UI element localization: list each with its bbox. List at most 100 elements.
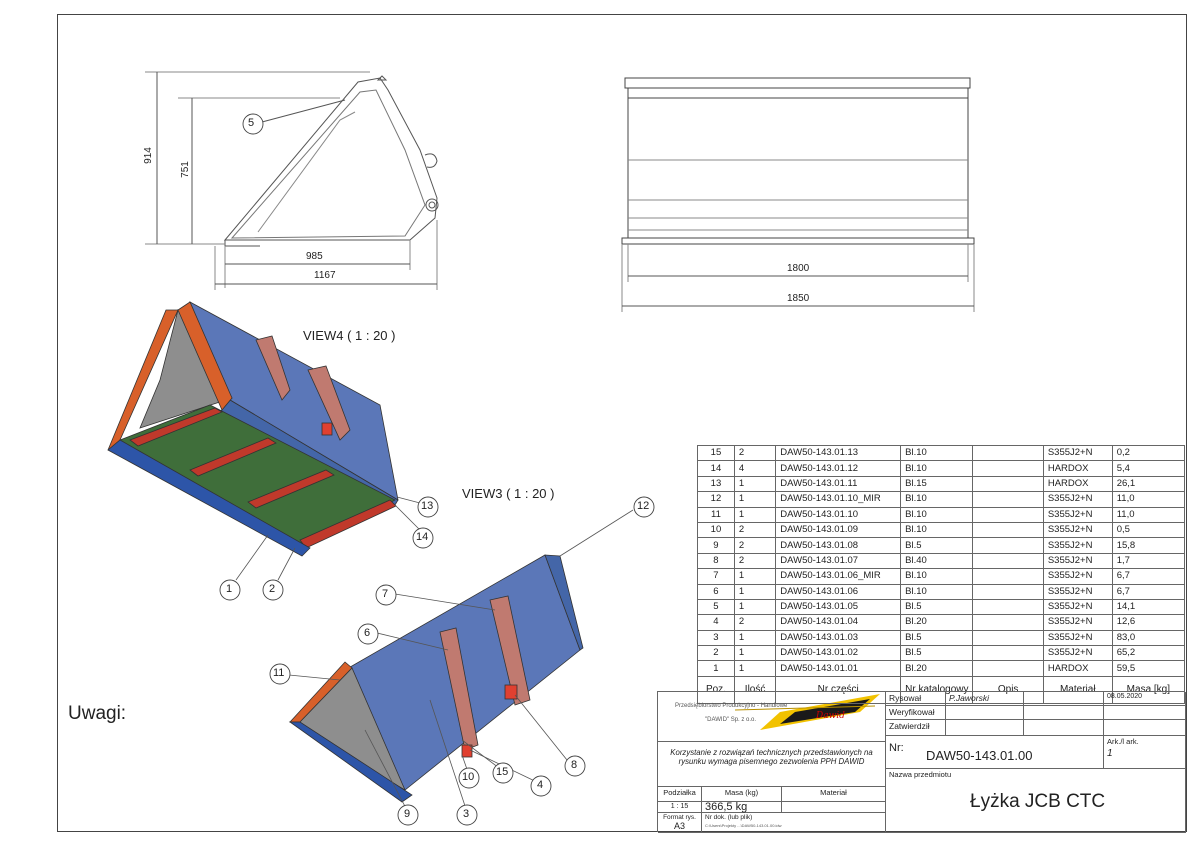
parts-cell: Bl.20 [900, 660, 974, 677]
parts-cell: S355J2+N [1042, 491, 1113, 508]
material-label: Materiał [782, 787, 886, 802]
parts-cell: Bl.10 [900, 506, 974, 523]
balloon-label-3: 3 [463, 808, 470, 820]
parts-cell: HARDOX [1042, 460, 1113, 477]
balloon-label-2: 2 [269, 583, 276, 595]
file-path: C:\Users\Projekty ...\DAW50-143.01.00.id… [705, 823, 782, 828]
parts-cell [972, 598, 1044, 616]
parts-cell [972, 537, 1044, 554]
parts-cell: 1 [733, 491, 777, 508]
view3-bucket [288, 554, 584, 803]
balloon-label-7: 7 [382, 588, 389, 600]
format-value: A3 [673, 821, 685, 831]
parts-cell: S355J2+N [1042, 614, 1113, 631]
weryfikowal-extra [1024, 706, 1104, 720]
parts-cell: DAW50-143.01.04 [775, 614, 902, 631]
balloon-15 [492, 762, 514, 784]
balloon-label-15: 15 [496, 766, 509, 778]
parts-cell: S355J2+N [1042, 537, 1113, 554]
parts-cell [972, 521, 1044, 539]
parts-cell [972, 583, 1044, 600]
zatwierdzil-value [946, 720, 1024, 736]
parts-cell: 2 [733, 614, 777, 631]
parts-cell: Bl.5 [900, 537, 974, 554]
nr-dok-cell: Nr dok. (lub plik) C:\Users\Projekty ...… [702, 813, 886, 833]
parts-cell: 7 [697, 568, 735, 585]
parts-cell: DAW50-143.01.06_MIR [775, 568, 902, 585]
balloon-5 [242, 113, 264, 135]
parts-cell: 14,1 [1111, 598, 1186, 616]
rysowal-extra [1024, 692, 1104, 706]
parts-cell: 12,6 [1111, 614, 1186, 631]
parts-cell [972, 660, 1044, 677]
parts-cell: S355J2+N [1042, 552, 1113, 570]
format-label: Format rys. [663, 814, 696, 821]
parts-cell: S355J2+N [1042, 583, 1113, 600]
balloon-8 [564, 755, 586, 777]
zatwierdzil-extra [1024, 720, 1104, 736]
parts-cell: 83,0 [1111, 629, 1186, 647]
company-line1: Przedsiębiorstwo Produkcyjno - Handlowe [675, 703, 788, 709]
title-block: Przedsiębiorstwo Produkcyjno - Handlowe … [657, 691, 1186, 833]
parts-cell [972, 444, 1044, 462]
nr-cell: Nr: DAW50-143.01.00 [886, 736, 1104, 769]
balloon-10 [458, 767, 480, 789]
parts-cell: S355J2+N [1042, 568, 1113, 585]
parts-cell [972, 614, 1044, 631]
parts-cell: 59,5 [1111, 660, 1186, 677]
parts-cell: Bl.5 [900, 645, 974, 662]
parts-cell: 1 [733, 583, 777, 600]
parts-cell [972, 568, 1044, 585]
company-cell: Przedsiębiorstwo Produkcyjno - Handlowe … [658, 692, 886, 742]
balloon-12 [633, 496, 655, 518]
parts-cell [972, 645, 1044, 662]
dim-1800: 1800 [787, 263, 810, 274]
balloon-label-6: 6 [364, 627, 371, 639]
balloon-label-11: 11 [273, 667, 285, 679]
balloon-6 [357, 623, 379, 645]
parts-cell: 1,7 [1111, 552, 1186, 570]
balloon-13 [417, 496, 439, 518]
rysowal-label: Rysował [886, 692, 946, 706]
balloon-label-9: 9 [404, 808, 411, 820]
parts-cell: Bl.10 [900, 583, 974, 600]
nazwa-value: Łyżka JCB CTC [970, 791, 1106, 812]
parts-cell: Bl.20 [900, 614, 974, 631]
parts-cell: 0,2 [1111, 444, 1186, 462]
rear-view [621, 77, 975, 312]
parts-cell: 1 [733, 645, 777, 662]
parts-cell: 13 [697, 475, 735, 493]
dim-751: 751 [179, 161, 191, 178]
balloon-label-12: 12 [637, 500, 650, 512]
parts-cell: 1 [733, 475, 777, 493]
parts-cell: DAW50-143.01.03 [775, 629, 902, 647]
parts-header-cell: Masa [kg] [1111, 675, 1186, 704]
parts-cell: 1 [697, 660, 735, 677]
parts-cell: 6,7 [1111, 583, 1186, 600]
parts-cell: 0,5 [1111, 521, 1186, 539]
balloon-label-5: 5 [248, 117, 255, 129]
dim-914: 914 [142, 147, 154, 164]
ark-value: 1 [1107, 748, 1113, 759]
parts-cell: Bl.5 [900, 629, 974, 647]
parts-cell: S355J2+N [1042, 629, 1113, 647]
balloon-4 [530, 775, 552, 797]
parts-header-cell: Materiał [1042, 675, 1113, 704]
logo-text: Dawid [816, 711, 845, 721]
balloon-1 [219, 579, 241, 601]
date: 08.05.2020 [1104, 692, 1186, 706]
nr-value: DAW50-143.01.00 [926, 748, 1033, 763]
parts-cell: DAW50-143.01.10_MIR [775, 491, 902, 508]
parts-cell: DAW50-143.01.10 [775, 506, 902, 523]
nr-label: Nr: [889, 742, 904, 754]
balloon-3 [456, 804, 478, 826]
